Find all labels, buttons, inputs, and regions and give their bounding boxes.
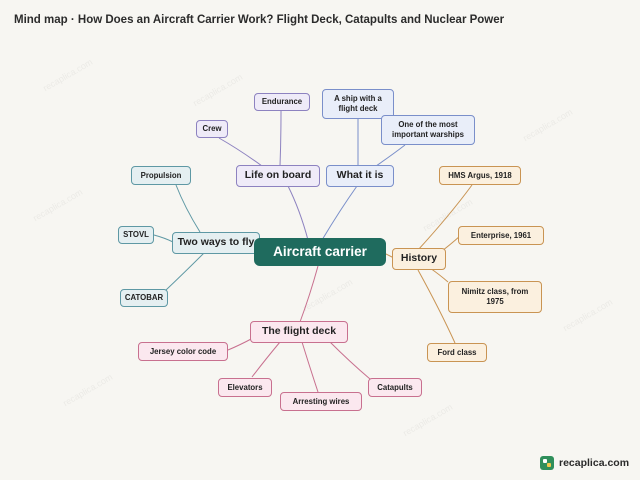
link-central-life-on-board: [287, 185, 309, 241]
node-arresting-wires: Arresting wires: [280, 392, 362, 411]
node-crew: Crew: [196, 120, 228, 138]
branch-history: History: [392, 248, 446, 270]
page-title: Mind map · How Does an Aircraft Carrier …: [14, 14, 505, 26]
node-jersey-color-code: Jersey color code: [138, 342, 228, 361]
link-deck-catapults: [329, 341, 371, 380]
branch-what-it-is: What it is: [326, 165, 394, 187]
recaplica-logo-icon: [540, 456, 554, 470]
node-ford-class: Ford class: [427, 343, 487, 362]
node-stovl: STOVL: [118, 226, 154, 244]
link-twoways-catobar: [165, 251, 206, 291]
link-history-argus: [417, 184, 473, 251]
branch-life-on-board: Life on board: [236, 165, 320, 187]
link-central-what-it-is: [321, 185, 358, 241]
link-twoways-stovl: [153, 234, 174, 243]
node-ship-with-flight-deck: A ship with a flight deck: [322, 89, 394, 119]
brand-name: recaplica.com: [559, 457, 630, 469]
branch-the-flight-deck: The flight deck: [250, 321, 348, 343]
link-life-crew: [218, 137, 263, 167]
link-whatis-important: [375, 144, 406, 167]
link-life-endurance: [279, 110, 282, 167]
central-topic: Aircraft carrier: [254, 238, 386, 266]
brand[interactable]: recaplica.com: [540, 456, 629, 470]
link-twoways-propulsion: [175, 184, 201, 233]
node-catapults: Catapults: [368, 378, 422, 397]
node-enterprise: Enterprise, 1961: [458, 226, 544, 245]
link-deck-arresting: [301, 341, 319, 393]
node-important-warships: One of the most important warships: [381, 115, 475, 145]
link-deck-elevators: [251, 341, 281, 378]
node-hms-argus: HMS Argus, 1918: [439, 166, 521, 185]
link-central-flight-deck: [299, 265, 319, 323]
node-endurance: Endurance: [254, 93, 310, 111]
branch-two-ways-to-fly: Two ways to fly: [172, 232, 260, 254]
node-elevators: Elevators: [218, 378, 272, 397]
link-history-nimitz: [429, 267, 449, 283]
link-history-ford: [417, 269, 456, 344]
node-propulsion: Propulsion: [131, 166, 191, 185]
node-nimitz-class: Nimitz class, from 1975: [448, 281, 542, 313]
node-catobar: CATOBAR: [120, 289, 168, 307]
